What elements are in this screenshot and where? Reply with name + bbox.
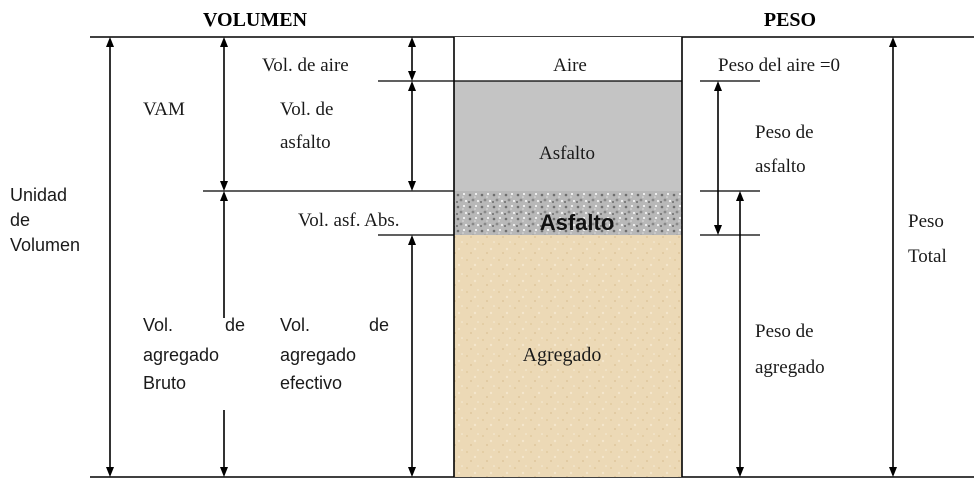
peso-asfalto-label-1: Peso de	[755, 122, 814, 143]
header-peso: PESO	[764, 9, 816, 31]
aire-block	[454, 37, 682, 81]
efectivo-label-1a: Vol.	[280, 315, 310, 335]
bruto-label-2: agregado	[143, 345, 219, 365]
asfalto-absorbido-label: Asfalto	[540, 210, 615, 235]
peso-total-label-1: Peso	[908, 211, 944, 232]
agregado-label: Agregado	[523, 344, 602, 366]
unidad-label-3: Volumen	[10, 235, 80, 255]
unidad-label-2: de	[10, 210, 30, 230]
bruto-label-1a: Vol.	[143, 315, 173, 335]
unidad-label-1: Unidad	[10, 185, 67, 205]
efectivo-label-3: efectivo	[280, 373, 342, 393]
peso-agregado-label-1: Peso de	[755, 321, 814, 342]
peso-total-label-2: Total	[908, 246, 947, 267]
asfalto-absorbido-block	[454, 191, 682, 235]
peso-agregado-label-2: agregado	[755, 357, 825, 378]
vol-asfalto-label-1: Vol. de	[280, 99, 333, 120]
bruto-label-1b: de	[225, 315, 245, 335]
bruto-label-3: Bruto	[143, 373, 186, 393]
asfalto-label: Asfalto	[539, 143, 595, 164]
efectivo-label-1b: de	[369, 315, 389, 335]
vol-asf-abs-label: Vol. asf. Abs.	[298, 210, 400, 231]
peso-aire-label: Peso del aire =0	[718, 55, 840, 76]
agregado-block	[454, 235, 682, 477]
efectivo-label-2: agregado	[280, 345, 356, 365]
header-volumen: VOLUMEN	[203, 9, 308, 31]
aire-label: Aire	[553, 55, 587, 76]
peso-asfalto-label-2: asfalto	[755, 156, 806, 177]
vam-label: VAM	[143, 99, 185, 120]
vol-aire-label: Vol. de aire	[262, 55, 349, 76]
vol-asfalto-label-2: asfalto	[280, 132, 331, 153]
asfalto-block	[454, 81, 682, 191]
